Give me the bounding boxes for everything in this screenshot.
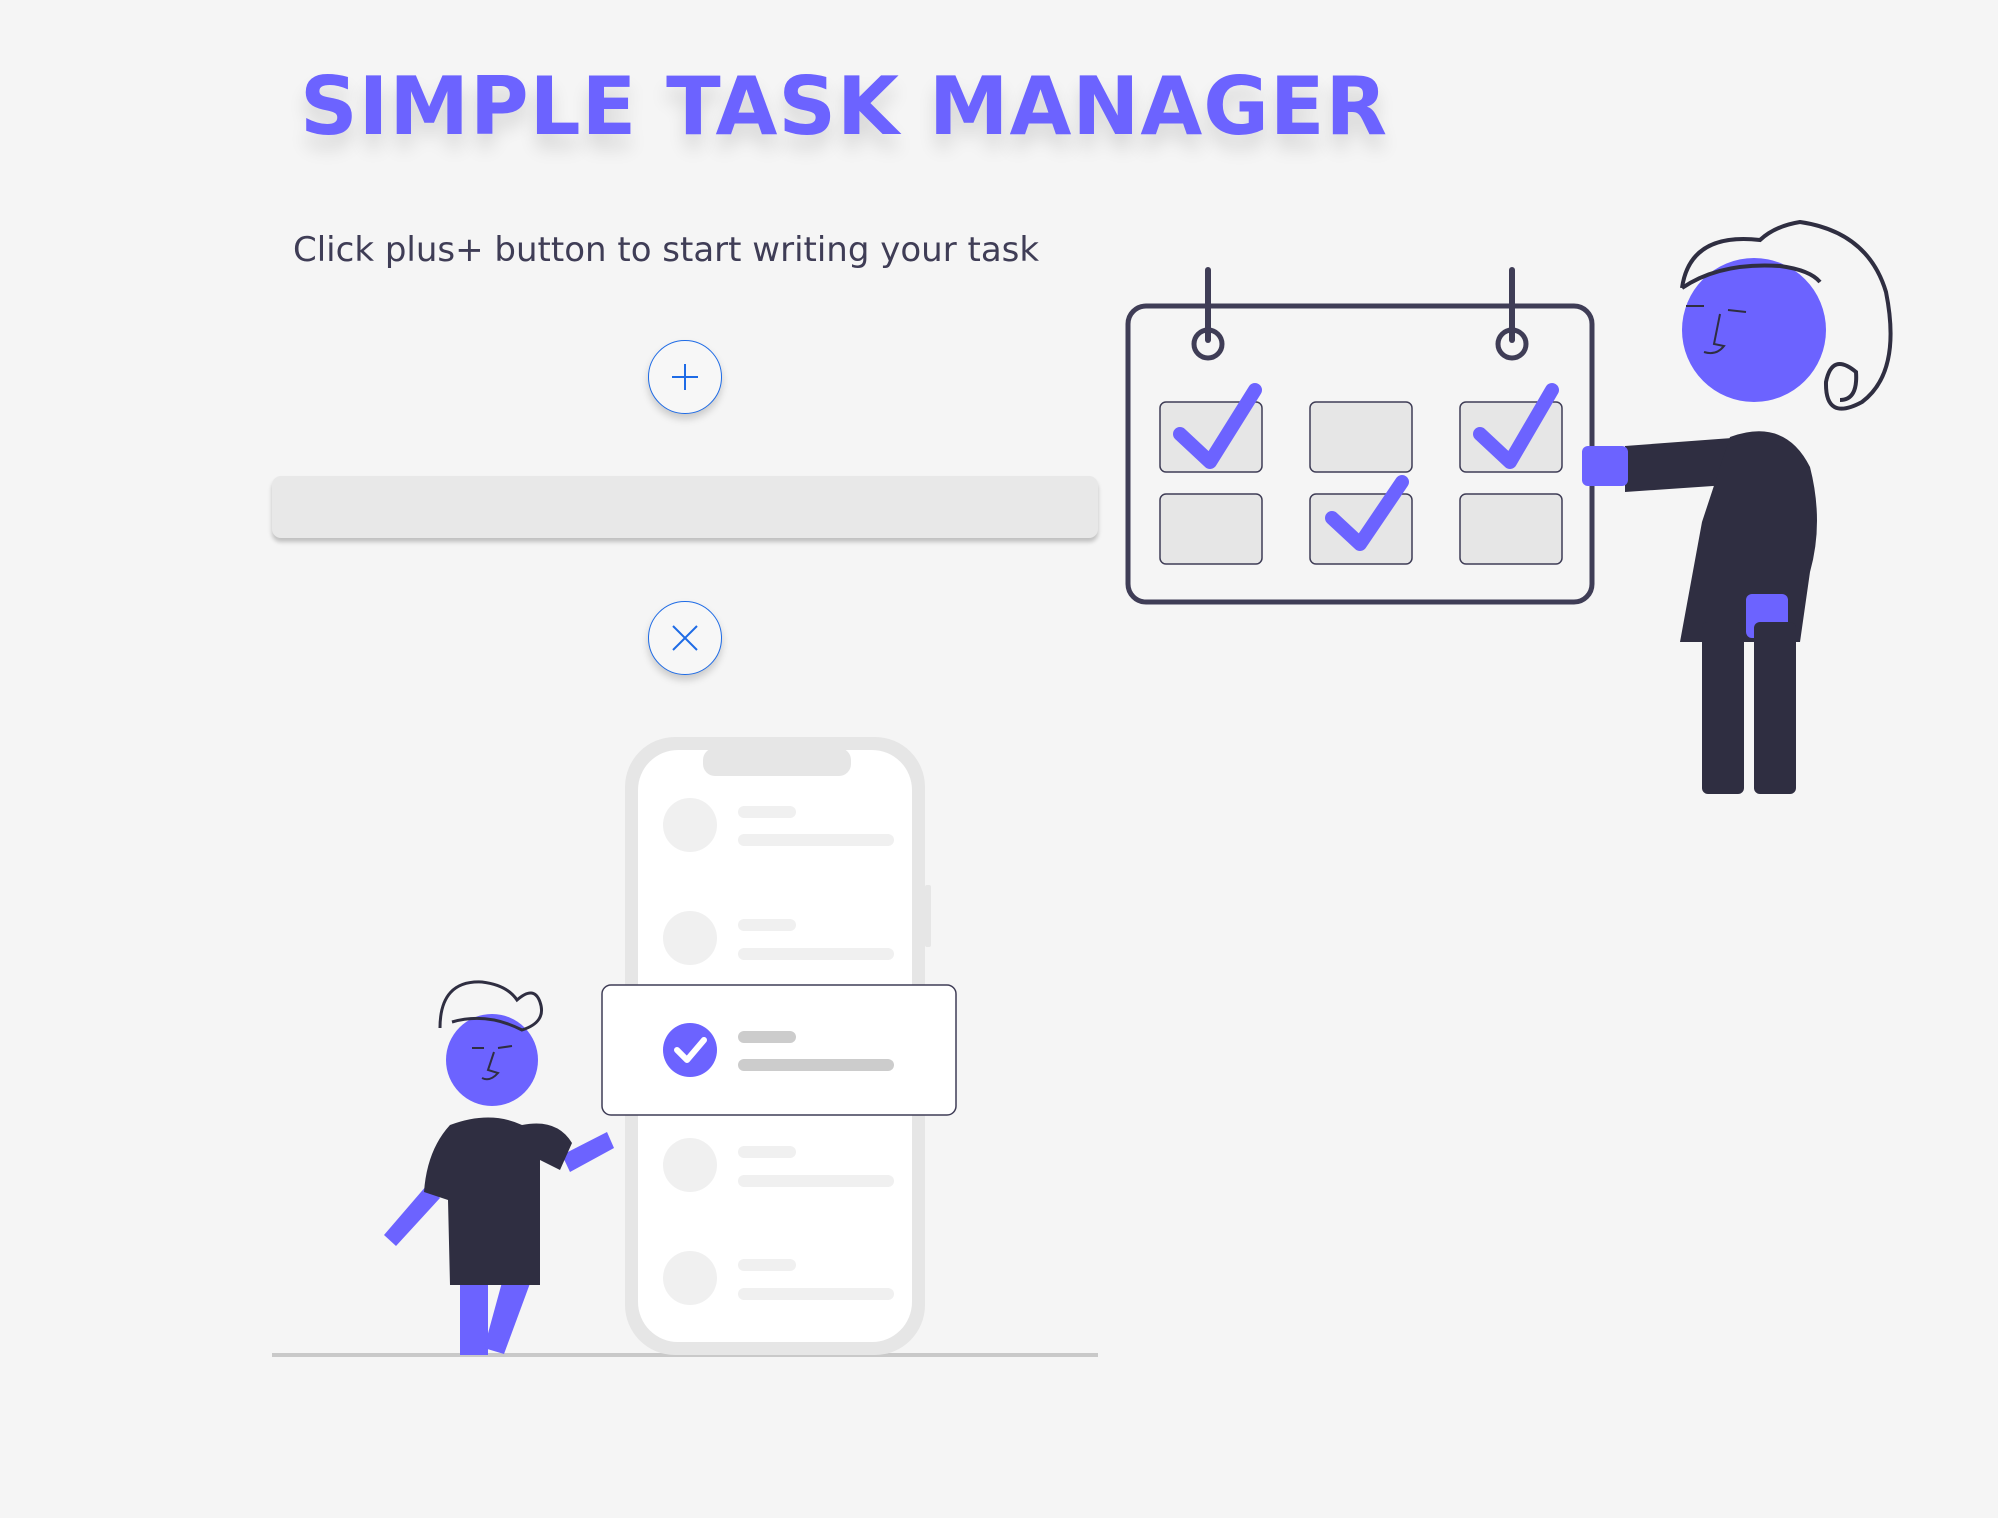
add-task-button[interactable] [648,340,722,414]
completed-task-card [601,984,957,1116]
calendar-illustration [1125,219,1893,794]
phone-task-illustration [272,737,1098,1357]
instruction-text: Click plus+ button to start writing your… [293,230,1040,270]
checklist-grid [1159,383,1563,565]
page-title: SIMPLE TASK MANAGER [300,60,1389,153]
close-icon [672,625,698,651]
close-button[interactable] [648,601,722,675]
plus-icon [672,364,698,390]
task-input[interactable] [272,476,1098,538]
person-illustration [1582,219,1893,794]
person-illustration [384,980,614,1355]
